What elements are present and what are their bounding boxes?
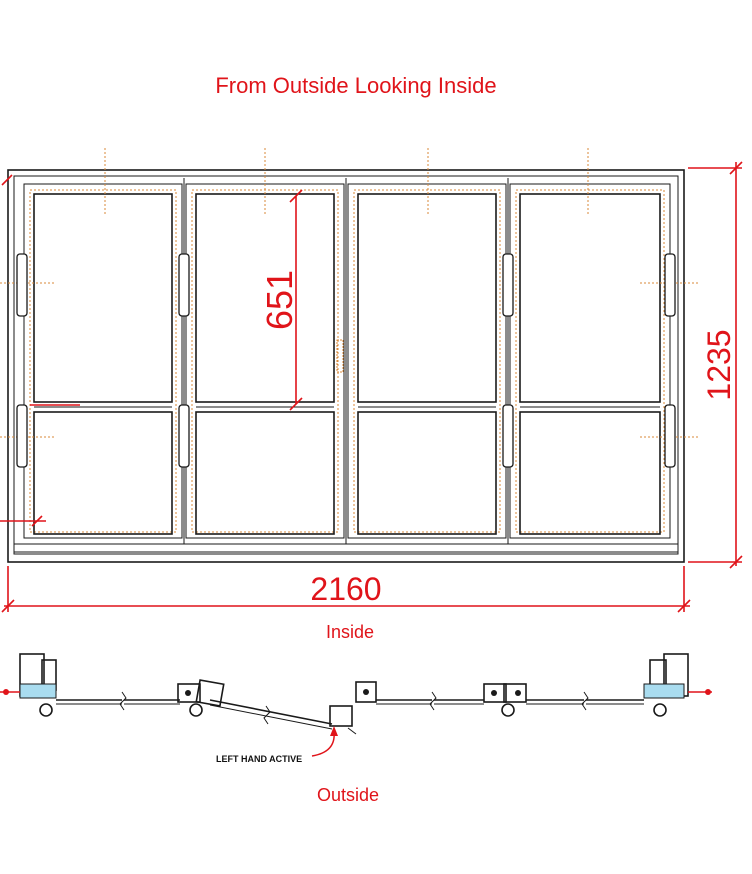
left-hand-active-note: LEFT HAND ACTIVE: [216, 754, 302, 764]
door-panel-2: [185, 183, 345, 539]
outer-frame: [7, 169, 685, 563]
center-post: [355, 681, 377, 703]
plan-hinge-2: [483, 683, 527, 717]
plan-view: LEFT HAND ACTIVE: [0, 653, 712, 764]
inside-label: Inside: [326, 622, 374, 642]
door-handle: [336, 339, 344, 373]
hinge-icon: [502, 404, 514, 468]
hinges: [16, 253, 676, 468]
overall-width-label: 2160: [310, 571, 381, 607]
hinge-icon: [664, 404, 676, 468]
active-leaf-handle: [329, 705, 353, 727]
door-panel-1: [23, 183, 183, 539]
hinge-icon: [16, 404, 28, 468]
door-panel-4: [509, 183, 671, 539]
door-elevation: [0, 148, 700, 563]
left-jamb: [0, 653, 57, 717]
panel-height-dimension: 651: [259, 189, 303, 411]
panel-height-label: 651: [259, 270, 300, 330]
hinge-icon: [16, 253, 28, 317]
hinge-icon: [664, 253, 676, 317]
plan-hinge-1: [177, 679, 225, 717]
hinge-icon: [178, 253, 190, 317]
drawing-title: From Outside Looking Inside: [215, 73, 496, 98]
overall-height-dimension: 1235: [688, 161, 743, 569]
overall-width-dimension: 2160: [1, 566, 691, 613]
hinge-icon: [502, 253, 514, 317]
door-panel-3: [347, 183, 507, 539]
overall-height-label: 1235: [701, 329, 737, 400]
outside-label: Outside: [317, 785, 379, 805]
seal-markers: [0, 148, 700, 438]
inner-frame: [13, 175, 679, 555]
hinge-icon: [178, 404, 190, 468]
right-jamb: [643, 653, 712, 717]
